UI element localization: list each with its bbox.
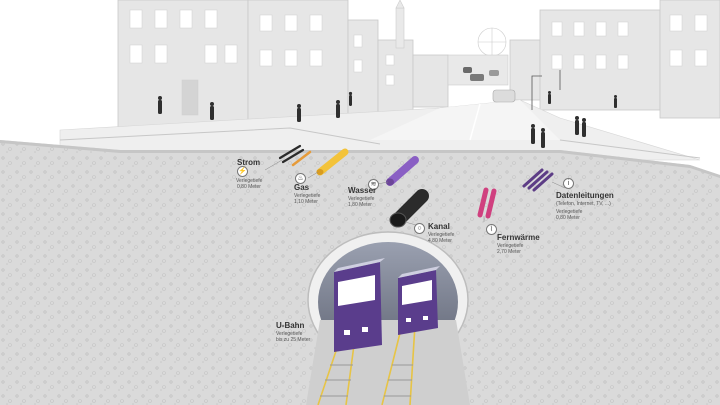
- label-strom-depth: 0,80 Meter: [237, 184, 261, 190]
- label-strom-caption: Verlegetiefe: [236, 178, 263, 184]
- label-gas-caption: Verlegetiefe: [294, 193, 321, 199]
- strom-cable-orange: [291, 150, 312, 167]
- sleepers: [320, 364, 413, 397]
- right-building-windows: [551, 14, 708, 70]
- water-drop-icon: ≋: [368, 179, 379, 190]
- wasser-pipe: [386, 156, 419, 186]
- left-building-windows: [129, 9, 395, 116]
- info-icon: i: [563, 178, 574, 189]
- fernwaerme-pipes: [477, 187, 497, 219]
- pedestrians: [158, 91, 617, 148]
- road-perspective: [370, 100, 560, 140]
- left-buildings: [117, 0, 449, 129]
- label-daten-detail: (Telefon, Internet, TV, ...): [556, 201, 611, 207]
- subway-train-right: [398, 266, 440, 335]
- label-gas-depth: 1,10 Meter: [294, 199, 318, 205]
- label-ubahn: U-Bahn Verlegetiefe bis zu 25 Meter: [276, 321, 310, 343]
- curb: [59, 127, 701, 159]
- label-ubahn-caption: Verlegetiefe: [276, 331, 303, 337]
- label-ubahn-name: U-Bahn: [276, 321, 305, 330]
- city-background: [0, 0, 720, 161]
- label-wasser-name: Wasser: [348, 186, 377, 195]
- label-wasser: Wasser Verlegetiefe 1,80 Meter: [348, 186, 376, 208]
- label-fernwaerme-caption: Verlegetiefe: [497, 243, 524, 249]
- label-kanal-name: Kanal: [428, 222, 450, 231]
- lightning-icon: ⚡: [237, 166, 248, 177]
- label-strom: Strom Verlegetiefe 0,80 Meter: [236, 158, 263, 190]
- label-strom-name: Strom: [237, 158, 261, 167]
- street-lamps: [531, 70, 561, 110]
- label-fernwaerme: Fernwärme Verlegetiefe 2,70 Meter: [497, 233, 540, 255]
- daten-conduits: [522, 168, 554, 192]
- label-wasser-caption: Verlegetiefe: [348, 196, 375, 202]
- cars: [463, 67, 516, 103]
- leader-lines: [264, 159, 566, 227]
- label-fernwaerme-depth: 2,70 Meter: [497, 249, 521, 255]
- gas-pipe: [316, 148, 349, 176]
- label-daten-caption: Verlegetiefe: [556, 209, 583, 215]
- label-daten-name: Datenleitungen: [556, 191, 614, 200]
- label-daten: Datenleitungen (Telefon, Internet, TV, .…: [556, 191, 614, 221]
- label-wasser-depth: 1,80 Meter: [348, 202, 372, 208]
- sewer-icon: ○: [414, 223, 425, 234]
- kanal-pipe: [389, 189, 429, 228]
- label-kanal-caption: Verlegetiefe: [428, 232, 455, 238]
- subway-train-left: [334, 258, 385, 352]
- flame-icon: ♨: [295, 173, 306, 184]
- label-kanal-depth: 4,80 Meter: [428, 238, 452, 244]
- label-gas: Gas Verlegetiefe 1,10 Meter: [294, 183, 320, 205]
- label-kanal: Kanal Verlegetiefe 4,80 Meter: [428, 222, 454, 244]
- label-daten-depth: 0,80 Meter: [556, 215, 580, 221]
- label-gas-name: Gas: [294, 183, 310, 192]
- label-ubahn-depth: bis zu 25 Meter: [276, 337, 311, 343]
- label-fernwaerme-name: Fernwärme: [497, 233, 540, 242]
- thermometer-icon: ⌇: [486, 224, 497, 235]
- strom-cables: [278, 144, 305, 164]
